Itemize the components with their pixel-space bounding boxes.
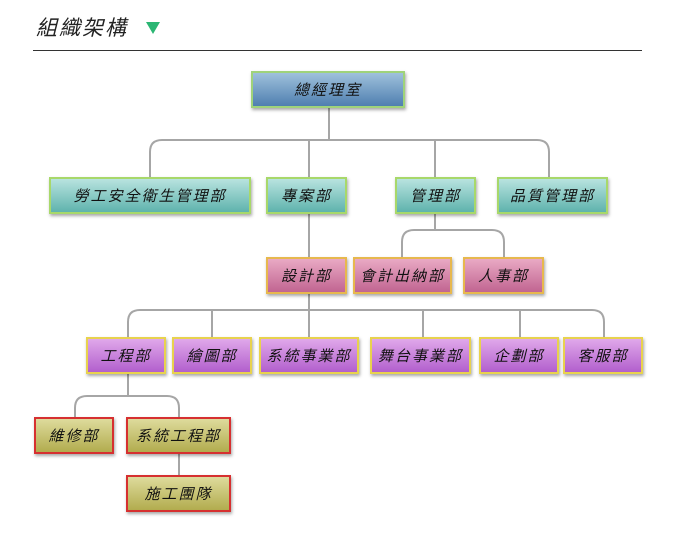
org-node-safety-health-dept: 勞工安全衛生管理部 — [49, 177, 251, 214]
org-node-systems-engineering-dept: 系統工程部 — [126, 417, 231, 454]
org-node-engineering-dept: 工程部 — [86, 337, 166, 374]
org-node-drafting-dept: 繪圖部 — [172, 337, 252, 374]
page-title: 組織架構 — [36, 16, 128, 40]
connector-root — [149, 107, 550, 178]
org-node-construction-team: 施工團隊 — [126, 475, 231, 512]
org-node-accounting-dept: 會計出納部 — [353, 257, 452, 294]
connector-design — [127, 293, 605, 338]
org-node-planning-dept: 企劃部 — [479, 337, 559, 374]
org-node-maintenance-dept: 維修部 — [34, 417, 114, 454]
org-node-stage-business-dept: 舞台事業部 — [370, 337, 471, 374]
connector-engineering — [74, 373, 180, 418]
org-node-management-dept: 管理部 — [395, 177, 476, 214]
title-divider — [33, 50, 642, 51]
org-node-general-manager-office: 總經理室 — [251, 71, 405, 108]
connector-management — [401, 213, 505, 258]
org-node-project-dept: 專案部 — [266, 177, 347, 214]
org-node-design-dept: 設計部 — [266, 257, 347, 294]
org-node-customer-service-dept: 客服部 — [563, 337, 643, 374]
org-node-quality-dept: 品質管理部 — [497, 177, 608, 214]
org-node-hr-dept: 人事部 — [463, 257, 544, 294]
triangle-down-icon — [146, 22, 160, 34]
org-node-systems-business-dept: 系統事業部 — [259, 337, 359, 374]
